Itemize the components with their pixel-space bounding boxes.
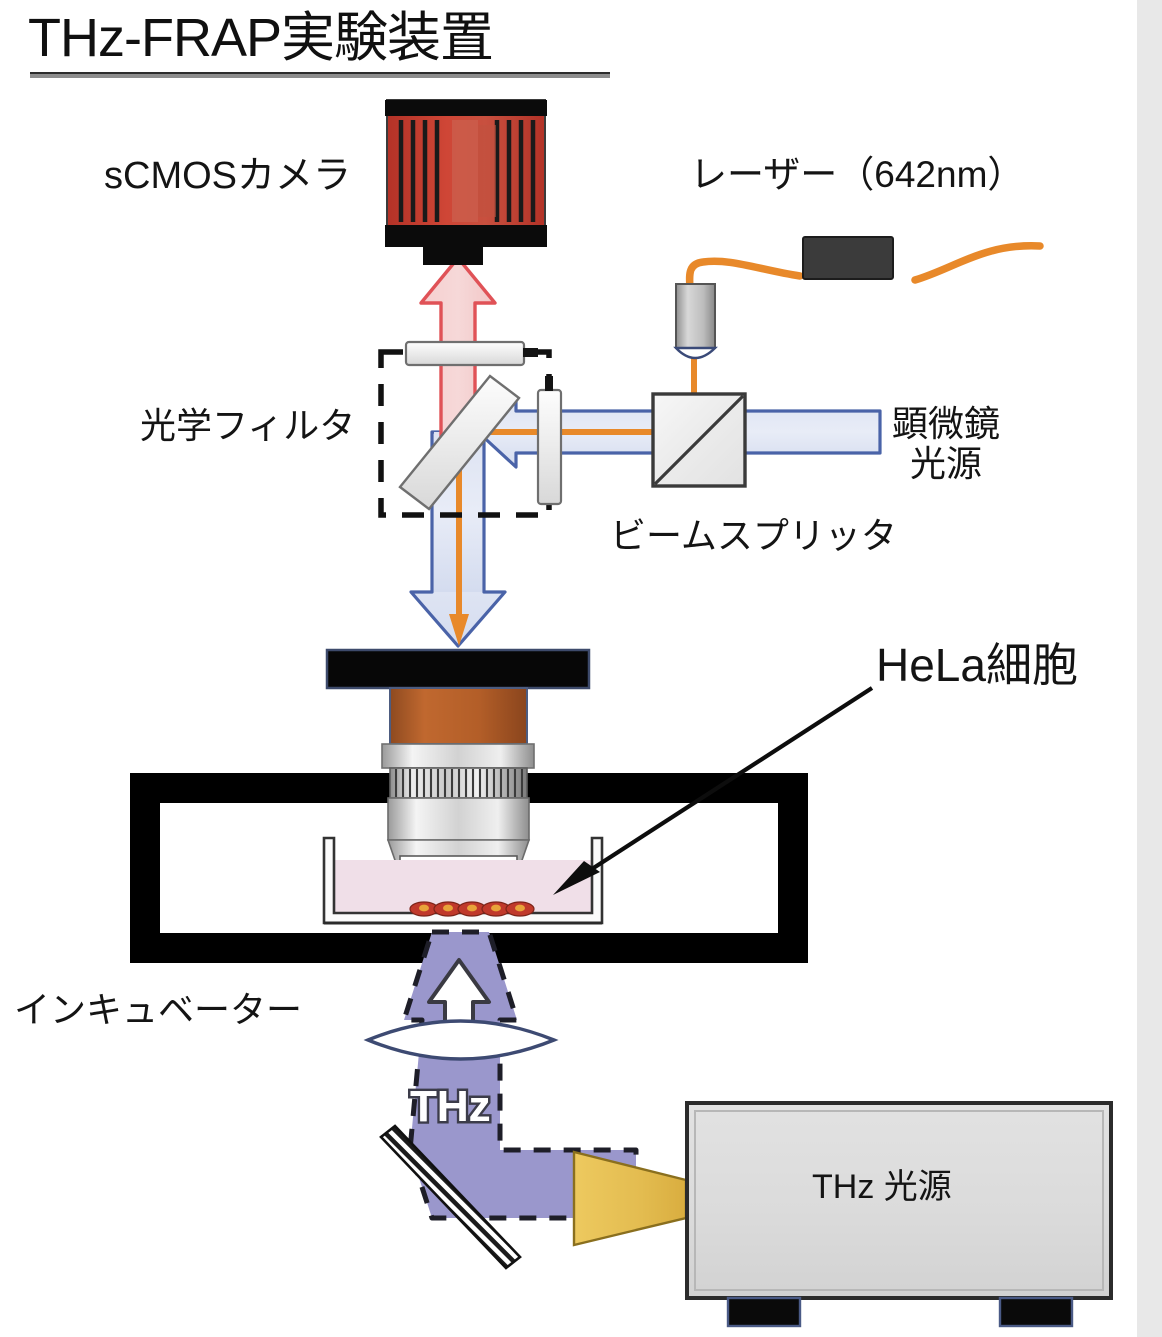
- camera-fins: [398, 120, 536, 222]
- laser-fiber-path: [685, 242, 1044, 296]
- label-hela-cells: HeLa細胞: [876, 639, 1078, 691]
- dichroic-mirror: [398, 374, 521, 511]
- hela-cells: [409, 901, 535, 917]
- laser-connector: [802, 236, 894, 280]
- thz-mirror: [379, 1124, 522, 1270]
- label-scmos-camera: sCMOSカメラ: [104, 155, 352, 197]
- label-optical-filter: 光学フィルタ: [140, 405, 356, 446]
- label-microscope-source: 顕微鏡 光源: [892, 403, 1001, 485]
- thz-lens: [363, 1019, 559, 1061]
- label-thz-beam-fill: THz: [410, 1082, 491, 1131]
- emission-filter: [404, 340, 538, 367]
- incubator: [130, 773, 808, 963]
- label-laser: レーザー（642nm）: [690, 154, 1025, 195]
- source-foot-left: [726, 1296, 802, 1328]
- label-thz-source: THz 光源: [812, 1168, 952, 1206]
- source-foot-right: [998, 1296, 1074, 1328]
- excitation-filter: [536, 376, 563, 506]
- beam-splitter-cube: [651, 392, 747, 488]
- label-thz-beam: THz: [408, 1080, 494, 1134]
- figure-title: THz-FRAP実験装置: [28, 8, 494, 68]
- label-microscope-source-line2: 光源: [910, 443, 983, 485]
- hela-pointer-arrow: [553, 686, 874, 895]
- label-beam-splitter: ビームスプリッタ: [610, 515, 897, 556]
- right-margin-strip: [1137, 0, 1162, 1337]
- thz-source-box: [685, 1101, 1113, 1328]
- excitation-arrowhead: [449, 614, 469, 646]
- horn-antenna: [572, 1150, 688, 1247]
- label-incubator: インキュベーター: [14, 989, 303, 1030]
- scmos-camera: [385, 99, 547, 265]
- label-microscope-source-line1: 顕微鏡: [892, 403, 1001, 444]
- stage-top-plate: [325, 648, 591, 690]
- fiber-collimator: [673, 283, 718, 360]
- knurl-lines: [394, 769, 524, 797]
- title-underline: [30, 72, 610, 78]
